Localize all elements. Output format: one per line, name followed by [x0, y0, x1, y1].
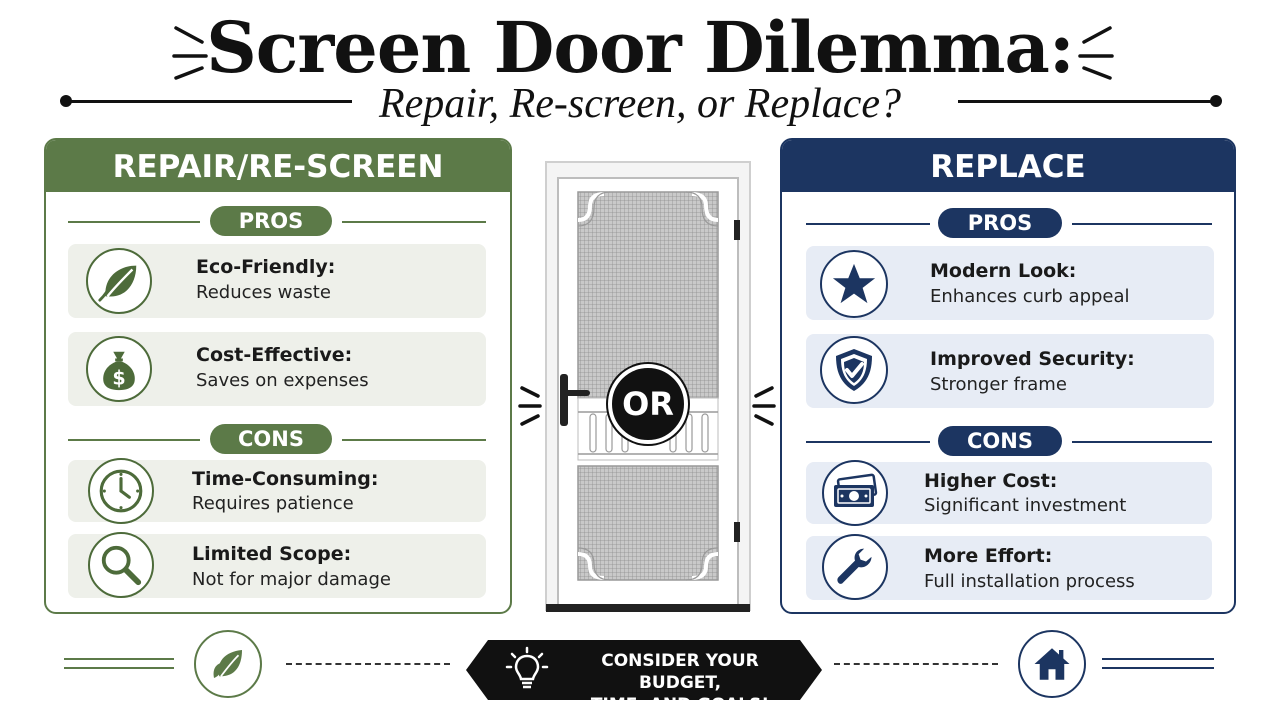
card-title: Cost-Effective: — [196, 344, 353, 366]
page-subtitle: Repair, Re-screen, or Replace? — [378, 81, 902, 127]
footer-line-right-1 — [1102, 658, 1214, 660]
rule-dot-right — [1210, 95, 1222, 107]
footer-line-right-2 — [1102, 667, 1214, 669]
rule-right — [958, 100, 1214, 103]
card-title: Limited Scope: — [192, 543, 352, 565]
title-sparkle-right-icon — [1078, 26, 1114, 80]
title-sparkle-left-icon — [172, 26, 208, 80]
wrench-icon — [822, 534, 888, 600]
pros-badge: PROS — [210, 206, 332, 236]
card-description: Full installation process — [924, 571, 1135, 592]
replace-pro-card: Modern Look: Enhances curb appeal — [806, 246, 1214, 320]
divider — [342, 439, 486, 441]
repair-con-card: Time-Consuming: Requires patience — [68, 458, 486, 524]
replace-panel: REPLACE PROS Modern Look: Enhances curb … — [780, 138, 1236, 614]
banner-line-2: TIME, AND GOALS! — [590, 695, 770, 715]
cons-badge: CONS — [938, 426, 1062, 456]
repair-panel: REPAIR/RE-SCREEN PROS Eco-Friendly: Redu… — [44, 138, 512, 614]
repair-pros-header: PROS — [46, 206, 510, 236]
repair-pro-card: Eco-Friendly: Reduces waste — [68, 244, 486, 318]
replace-cons-header: CONS — [782, 426, 1234, 456]
card-description: Stronger frame — [930, 374, 1067, 395]
repair-panel-title: REPAIR/RE-SCREEN — [46, 140, 510, 192]
card-description: Not for major damage — [192, 569, 391, 590]
cash-icon — [822, 460, 888, 526]
rule-left — [66, 100, 352, 103]
card-title: Time-Consuming: — [192, 468, 379, 490]
footer-banner-text: CONSIDER YOUR BUDGET, TIME, AND GOALS! — [560, 650, 800, 716]
repair-pro-card: $ Cost-Effective: Saves on expenses — [68, 332, 486, 406]
card-title: More Effort: — [924, 545, 1053, 567]
banner-line-1: CONSIDER YOUR BUDGET, — [601, 651, 759, 693]
footer-dash-right — [834, 663, 998, 665]
divider — [68, 221, 200, 223]
lightbulb-icon — [505, 646, 549, 689]
or-badge: OR — [608, 364, 688, 444]
door-sparkle-right-icon — [752, 386, 776, 426]
divider — [1072, 223, 1212, 225]
money-bag-icon: $ — [86, 336, 152, 402]
footer-house-icon — [1018, 630, 1086, 698]
replace-con-card: Higher Cost: Significant investment — [806, 460, 1212, 526]
leaf-icon — [86, 248, 152, 314]
pros-badge: PROS — [938, 208, 1062, 238]
replace-pro-card: Improved Security: Stronger frame — [806, 334, 1214, 408]
cons-badge: CONS — [210, 424, 332, 454]
magnifier-icon — [88, 532, 154, 598]
card-title: Modern Look: — [930, 260, 1077, 282]
replace-panel-title: REPLACE — [782, 140, 1234, 192]
footer-line-left-2 — [64, 667, 174, 669]
card-title: Higher Cost: — [924, 470, 1058, 492]
page-title: Screen Door Dilemma: — [206, 6, 1074, 89]
star-icon — [820, 250, 888, 318]
card-description: Requires patience — [192, 493, 354, 514]
divider — [806, 441, 930, 443]
replace-con-card: More Effort: Full installation process — [806, 534, 1212, 600]
divider — [342, 221, 486, 223]
repair-con-card: Limited Scope: Not for major damage — [68, 532, 486, 598]
screen-door-illustration — [520, 160, 770, 620]
card-title: Improved Security: — [930, 348, 1135, 370]
footer-line-left-1 — [64, 658, 174, 660]
door-sparkle-left-icon — [518, 386, 542, 426]
footer-dash-left — [286, 663, 450, 665]
card-description: Enhances curb appeal — [930, 286, 1130, 307]
clock-icon — [88, 458, 154, 524]
card-description: Reduces waste — [196, 282, 331, 303]
card-title: Eco-Friendly: — [196, 256, 336, 278]
replace-pros-header: PROS — [782, 208, 1234, 238]
divider — [1072, 441, 1212, 443]
divider — [806, 223, 930, 225]
footer-leaf-icon — [194, 630, 262, 698]
card-description: Significant investment — [924, 495, 1127, 516]
shield-check-icon — [820, 336, 888, 404]
svg-text:$: $ — [112, 366, 125, 389]
footer-banner — [466, 640, 822, 700]
repair-cons-header: CONS — [46, 424, 510, 454]
divider — [68, 439, 200, 441]
or-label: OR — [622, 385, 674, 423]
card-description: Saves on expenses — [196, 370, 369, 391]
